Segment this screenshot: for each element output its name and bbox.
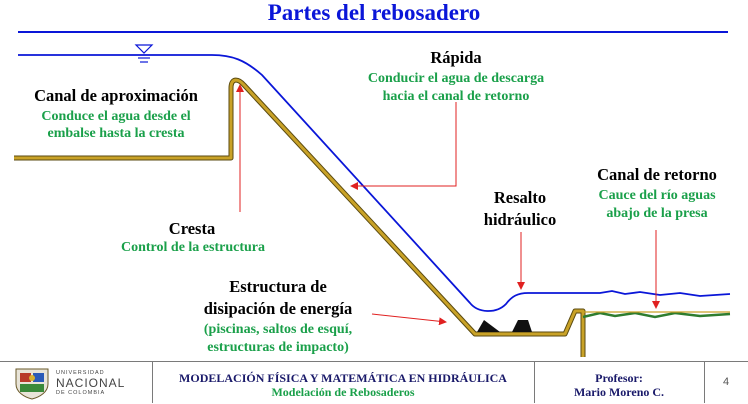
- arrow-rapida: [350, 102, 457, 190]
- professor-label: Profesor:: [595, 371, 643, 385]
- label-resalto-1: Resalto: [493, 188, 547, 207]
- university-country-text: DE COLOMBIA: [56, 390, 106, 396]
- spillway-structure-fill: [14, 78, 585, 357]
- desc-disipacion-2: estructuras de impacto): [207, 340, 349, 355]
- slide-title: Partes del rebosadero: [267, 0, 481, 25]
- university-logo-cell: UNIVERSIDAD NACIONAL DE COLOMBIA: [0, 362, 153, 403]
- desc-canal-aproximacion-1: Conduce el agua desde el: [41, 109, 191, 124]
- label-disipacion-1: Estructura de: [229, 277, 327, 296]
- course-subtitle: Modelación de Rebosaderos: [271, 385, 415, 399]
- university-big-text: NACIONAL: [56, 376, 126, 390]
- page-number: 4: [722, 376, 730, 388]
- page-number-cell: 4: [704, 362, 748, 403]
- return-channel-water: [582, 311, 731, 319]
- desc-disipacion-1: (piscinas, saltos de esquí,: [203, 322, 353, 337]
- water-surface-line: [18, 54, 731, 312]
- arrow-disipacion: [371, 313, 447, 326]
- desc-canal-retorno-2: abajo de la presa: [606, 206, 708, 221]
- university-wordmark: UNIVERSIDAD NACIONAL DE COLOMBIA: [56, 370, 125, 397]
- professor-name: Mario Moreno C.: [573, 385, 665, 399]
- desc-rapida-1: Conducir el agua de descarga: [367, 71, 545, 86]
- slide-footer: UNIVERSIDAD NACIONAL DE COLOMBIA MODELAC…: [0, 361, 748, 404]
- professor-cell: Profesor: Mario Moreno C.: [534, 362, 705, 403]
- title-underline: [18, 31, 728, 33]
- baffle-block-2: [512, 320, 532, 332]
- course-cell: MODELACIÓN FÍSICA Y MATEMÁTICA EN HIDRÁU…: [152, 362, 535, 403]
- baffle-block-1: [477, 320, 500, 332]
- desc-canal-retorno-1: Cauce del río aguas: [598, 188, 716, 203]
- university-crest-icon: [15, 368, 49, 400]
- label-cresta: Cresta: [168, 219, 216, 238]
- spillway-diagram: [14, 44, 731, 357]
- label-canal-aproximacion: Canal de aproximación: [34, 86, 198, 105]
- university-small-text: UNIVERSIDAD: [56, 370, 105, 376]
- label-rapida: Rápida: [430, 48, 482, 67]
- desc-cresta: Control de la estructura: [121, 240, 265, 255]
- label-disipacion-2: disipación de energía: [203, 299, 353, 318]
- desc-canal-aproximacion-2: embalse hasta la cresta: [47, 126, 185, 141]
- label-resalto-2: hidráulico: [483, 210, 557, 229]
- label-canal-retorno: Canal de retorno: [597, 165, 717, 184]
- course-title: MODELACIÓN FÍSICA Y MATEMÁTICA EN HIDRÁU…: [179, 371, 507, 385]
- desc-rapida-2: hacia el canal de retorno: [382, 89, 530, 104]
- water-level-icon: [134, 44, 154, 63]
